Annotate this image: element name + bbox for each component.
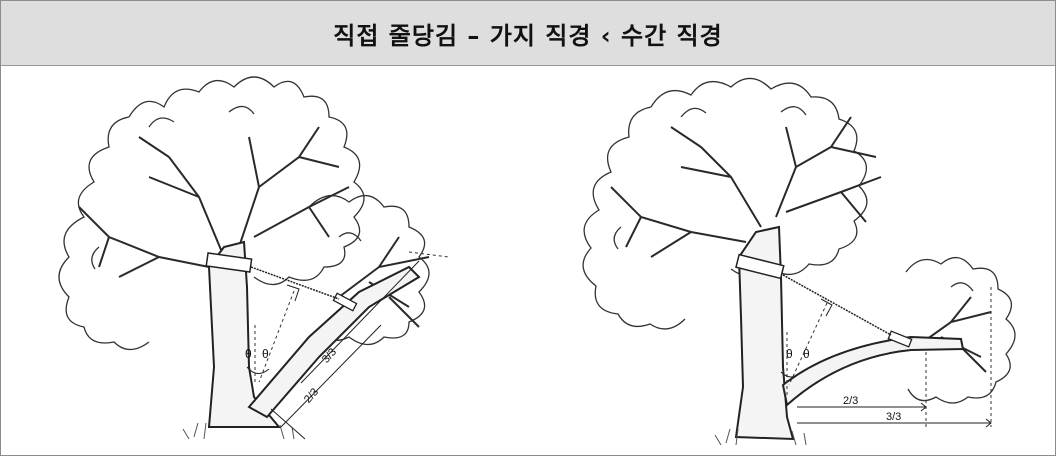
left-branch-band [332, 292, 358, 312]
right-guide-lines [786, 287, 992, 427]
right-branch-band [887, 330, 913, 348]
title-bar: 직접 줄당김 – 가지 직경 ‹ 수간 직경 [1, 1, 1055, 66]
left-theta-a: θ [245, 347, 252, 361]
left-side-branch [247, 265, 421, 419]
right-canopy [582, 77, 1016, 404]
right-tree-illustration: θ θ 2/3 3/3 [531, 67, 1051, 455]
right-dimension-lines [797, 402, 992, 428]
right-dim-3-3: 3/3 [886, 411, 901, 423]
left-guide-lines [254, 251, 450, 383]
left-cable [250, 266, 340, 300]
right-side-branch [781, 335, 965, 407]
left-branches [78, 126, 430, 328]
right-theta-a: θ [786, 347, 793, 361]
left-grass [182, 422, 295, 440]
left-dimension-lines [270, 260, 420, 440]
left-theta-b: θ [262, 347, 269, 361]
right-trunk [734, 225, 795, 441]
page-title: 직접 줄당김 – 가지 직경 ‹ 수간 직경 [333, 21, 723, 50]
right-theta-b: θ [803, 347, 810, 361]
right-cable [782, 274, 892, 336]
left-tree-illustration: θ θ 3/3 2/3 [9, 67, 521, 455]
right-trunk-band [735, 253, 785, 280]
right-dim-2-3: 2/3 [843, 395, 858, 407]
right-angle-arc [780, 371, 802, 378]
left-tree-drawing: θ θ 3/3 2/3 [58, 76, 450, 440]
left-angle-arc [246, 366, 270, 374]
left-canopy [58, 76, 430, 351]
left-right-angle [286, 284, 300, 302]
left-trunk-band [205, 252, 253, 273]
right-tree-drawing: θ θ 2/3 3/3 [582, 77, 1016, 446]
right-right-angle [820, 298, 833, 317]
right-branches [610, 116, 992, 373]
right-grass [714, 428, 807, 446]
